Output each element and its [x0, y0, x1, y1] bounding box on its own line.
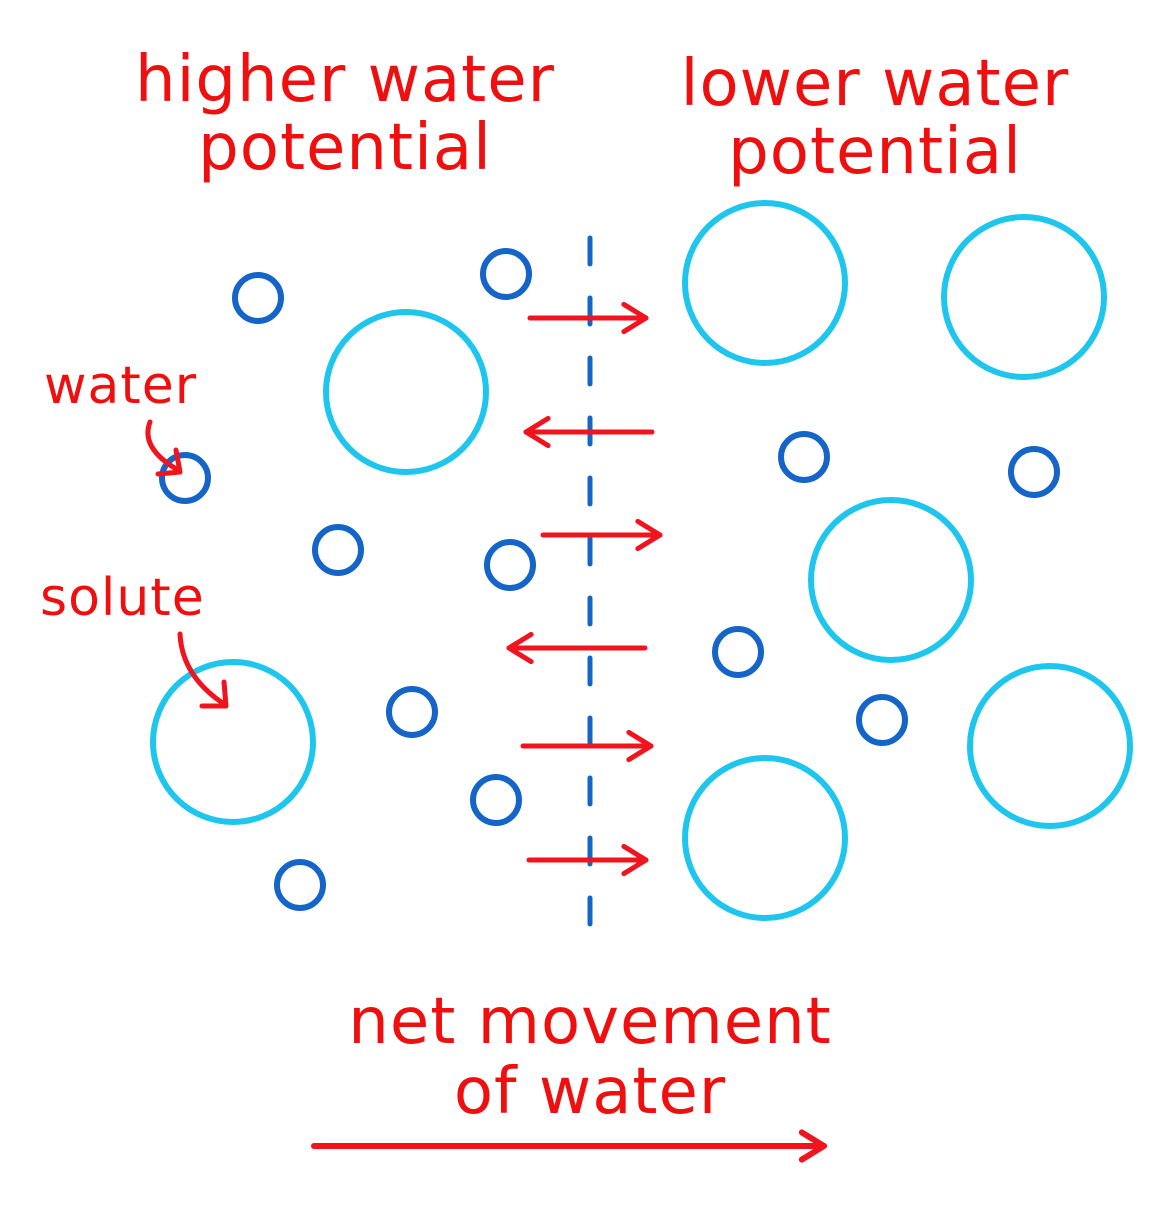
- solute-particle: [682, 755, 848, 921]
- water-molecule: [159, 452, 211, 504]
- membrane-arrows: [506, 301, 663, 877]
- water-molecule: [712, 626, 764, 678]
- solute-particle: [967, 663, 1133, 829]
- water-molecule: [1008, 446, 1060, 498]
- left-title-line2: potential: [198, 111, 492, 185]
- left-title-line1: higher water: [135, 43, 555, 117]
- water-molecule: [386, 686, 438, 738]
- net-movement-arrow: [311, 1129, 827, 1163]
- water-molecule: [470, 774, 522, 826]
- right-title: lower water potential: [565, 52, 1175, 184]
- water-molecule: [484, 539, 536, 591]
- right-water-molecules: [712, 431, 1060, 746]
- net-title-line1: net movement: [348, 985, 832, 1059]
- left-solute-particles: [150, 309, 489, 825]
- arrow-right: [520, 729, 654, 763]
- water-pointer-arrow: [145, 419, 183, 477]
- solute-particle: [150, 659, 316, 825]
- net-title-line2: of water: [453, 1055, 727, 1129]
- arrow-left: [523, 415, 655, 449]
- arrow-right: [540, 518, 663, 552]
- net-arrow-line: [311, 1129, 827, 1163]
- right-title-line2: potential: [728, 115, 1022, 189]
- solute-particle: [323, 309, 489, 475]
- water-molecule: [232, 272, 284, 324]
- water-molecule: [778, 431, 830, 483]
- arrow-right: [526, 843, 649, 877]
- water-molecule: [274, 859, 326, 911]
- water-molecule: [856, 694, 908, 746]
- left-water-molecules: [159, 248, 536, 911]
- solute-particle: [941, 214, 1107, 380]
- solute-particle: [682, 200, 848, 366]
- arrow-left: [506, 631, 648, 665]
- water-molecule: [480, 248, 532, 300]
- water-molecule: [312, 524, 364, 576]
- right-solute-particles: [682, 200, 1133, 921]
- solute-pointer-arrow: [177, 631, 229, 709]
- right-title-line1: lower water: [680, 47, 1070, 121]
- left-title: higher water potential: [0, 48, 690, 180]
- net-movement-title: net movement of water: [250, 990, 930, 1124]
- arrow-right: [527, 301, 649, 335]
- solute-label: solute: [40, 568, 205, 628]
- water-label: water: [44, 356, 198, 416]
- solute-particle: [808, 497, 974, 663]
